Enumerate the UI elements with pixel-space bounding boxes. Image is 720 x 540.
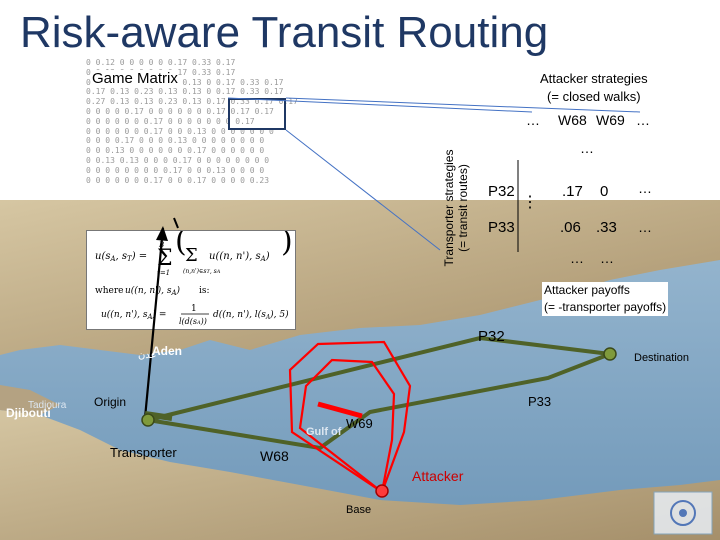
label-p32: P32 — [478, 328, 505, 345]
arrow-formula-to-route — [143, 227, 165, 419]
transporter-strategies-line1: Transporter strategies — [442, 149, 456, 267]
row-ellipsis: ⋮ — [522, 194, 538, 211]
bottom-ellipsis-w68: … — [570, 250, 584, 266]
svg-text:l(d(sA)): l(d(sA)) — [179, 317, 207, 326]
formula-is: is: — [199, 286, 210, 296]
svg-text:(: ( — [175, 231, 187, 259]
transporter-strategies-label: Transporter strategies (= transit routes… — [442, 138, 470, 278]
walk-overlap — [317, 401, 363, 419]
svg-text:d((n, n'), l(sA), 5): d((n, n'), l(sA), 5) — [213, 309, 289, 321]
payoffs-line2: (= -transporter payoffs) — [544, 300, 667, 314]
origin-node — [141, 413, 155, 427]
route-p33 — [147, 352, 611, 451]
label-w68: W68 — [260, 448, 289, 464]
label-origin: Origin — [94, 395, 127, 409]
game-matrix-row: 0 0 0 0 0 0 0.17 0 0 0.17 0 0 0 0 0.23 — [86, 175, 270, 185]
map-logo-decoration — [653, 491, 713, 535]
col-header-w68: W68 — [558, 112, 587, 128]
row-label-p32: P32 — [488, 183, 515, 200]
svg-text:u((n, n'), sA): u((n, n'), sA) — [209, 251, 270, 263]
label-destination: Destination — [634, 352, 690, 364]
svg-text:u((n, n'), sA): u((n, n'), sA) — [125, 285, 181, 297]
map-label-tadjoura: Tadjoura — [28, 400, 67, 411]
label-transporter: Transporter — [110, 445, 177, 460]
land-south — [0, 410, 720, 540]
map-label-aden-ar: عدن — [138, 350, 157, 361]
game-matrix-row: 0 0.13 0.13 0 0 0 0.17 0 0 0 0 0 0 0 0 — [86, 155, 270, 165]
arrow-head-up — [156, 226, 168, 241]
walk-w69 — [288, 340, 412, 494]
zoom-line-top-right — [285, 97, 641, 113]
utility-formula: u(sA, sT) = Σ B t=1 ( Σ (n,n')∈sT, sA u(… — [86, 224, 296, 330]
label-attacker: Attacker — [412, 468, 464, 484]
route-p32 — [147, 335, 611, 422]
cell-p33-tail: … — [638, 219, 652, 235]
cell-p33-w68: .06 — [560, 219, 581, 236]
map-label-djibouti: Djibouti — [6, 406, 51, 420]
game-matrix-label: Game Matrix — [92, 70, 178, 87]
game-matrix-row: 0.27 0.13 0.13 0.23 0.13 0.17 0.33 0.17 … — [86, 97, 298, 107]
svg-text:(n,n')∈sT, sA: (n,n')∈sT, sA — [183, 268, 221, 275]
svg-text:1: 1 — [191, 304, 197, 314]
game-matrix-row: 0 0 0 0 0.17 0 0 0 0 0 0 0.17 0.17 0.17 — [86, 106, 274, 116]
map-label-aden: Aden — [152, 344, 182, 358]
attacker-strategies-label: Attacker strategies (= closed walks) — [540, 70, 648, 106]
bottom-ellipsis-w69: … — [600, 250, 614, 266]
label-p33: P33 — [528, 394, 552, 409]
col-ellipsis-left: … — [526, 112, 540, 128]
cell-p32-tail: … — [638, 180, 652, 196]
walk-w68 — [298, 358, 396, 494]
row-label-p33: P33 — [488, 219, 515, 236]
game-matrix-row: 0 0 0 0 0 0 0.17 0 0 0 0 0 0 0 0.17 — [86, 116, 255, 126]
base-node — [375, 484, 389, 498]
col-ellipsis-right: … — [636, 112, 650, 128]
land-djibouti — [0, 385, 60, 415]
map-label-gulf: Gulf of — [306, 426, 342, 438]
formula-graphic: u(sA, sT) = Σ B t=1 ( Σ (n,n')∈sT, sA u(… — [95, 224, 293, 326]
svg-text:t=1: t=1 — [157, 269, 170, 277]
formula-where: where — [95, 286, 123, 296]
cell-p32-w68: .17 — [562, 183, 583, 200]
game-matrix-row: 0 0 0 0.17 0 0 0 0.13 0 0 0 0 0 0 0 0 — [86, 136, 265, 146]
svg-text:): ) — [281, 231, 293, 259]
game-matrix-row: 0 0 0 0 0 0 0.17 0 0 0.13 0 0 0 0 0 0 0 — [86, 126, 274, 136]
svg-text:Σ: Σ — [185, 245, 198, 266]
game-matrix-row: 0 0 0.13 0 0 0 0 0 0 0.17 0 0 0 0 0 0 — [86, 146, 265, 156]
payoffs-line1: Attacker payoffs — [544, 283, 630, 297]
zoom-line-bottom — [285, 129, 441, 251]
game-matrix-row: 0.17 0.13 0.23 0.13 0.13 0 0.17 0.33 0.1… — [86, 87, 284, 97]
game-matrix-row: 0 0 0 0 0 0 0 0 0.17 0 0 0.13 0 0 0 0 — [86, 165, 265, 175]
ellipsis-above: … — [580, 140, 594, 156]
col-header-w69: W69 — [596, 112, 625, 128]
page-title: Risk-aware Transit Routing — [20, 8, 549, 57]
cell-p33-w69: .33 — [596, 219, 617, 236]
zoom-line-top — [227, 97, 533, 113]
destination-node — [603, 347, 617, 361]
game-matrix-row: 0 0.12 0 0 0 0 0 0.17 0.33 0.17 — [86, 58, 236, 67]
payoffs-label: Attacker payoffs (= -transporter payoffs… — [542, 282, 669, 316]
cell-p32-w69: 0 — [600, 183, 609, 200]
attacker-strategies-line2: (= closed walks) — [547, 89, 641, 104]
attacker-strategies-line1: Attacker strategies — [540, 71, 648, 86]
label-base: Base — [346, 504, 372, 516]
transporter-strategies-line2: (= transit routes) — [456, 164, 470, 252]
game-matrix-values: 0 0.12 0 0 0 0 0 0.17 0.33 0.170 0.13 0 … — [86, 58, 356, 218]
label-w69: W69 — [346, 416, 373, 431]
